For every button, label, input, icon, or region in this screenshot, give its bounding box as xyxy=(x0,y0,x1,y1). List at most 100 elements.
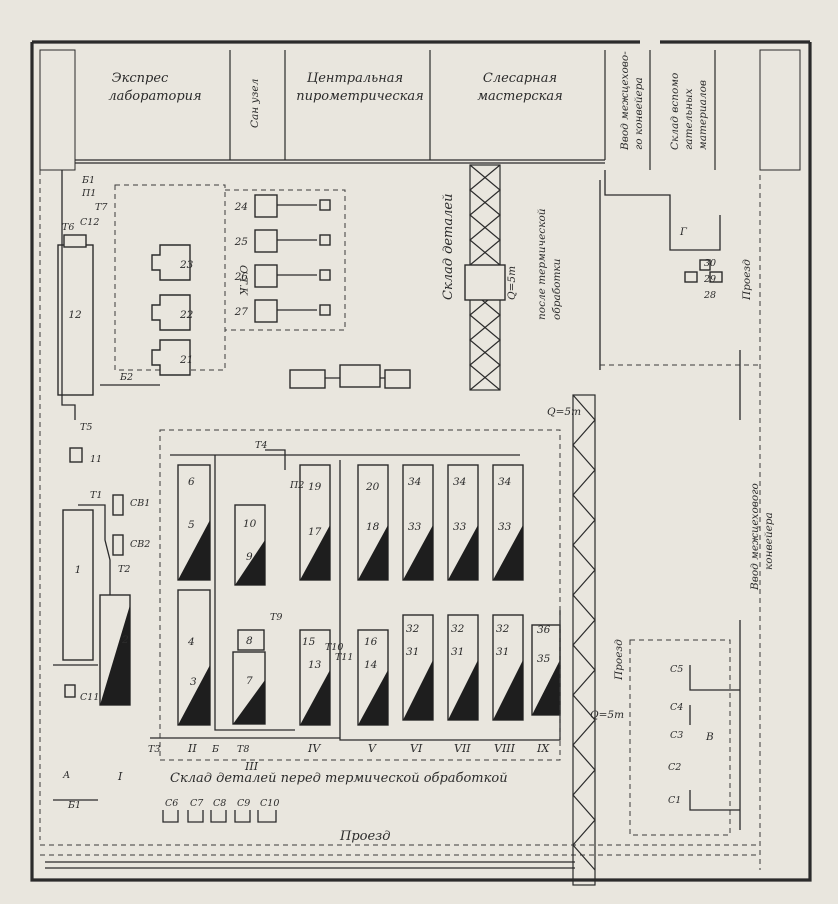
svg-text:31: 31 xyxy=(451,646,464,658)
svg-text:20: 20 xyxy=(365,481,380,493)
svg-text:35: 35 xyxy=(537,653,551,665)
tag-B2: Б2 xyxy=(119,372,133,383)
svg-text:21: 21 xyxy=(179,354,193,366)
svg-text:С12: С12 xyxy=(80,217,99,228)
svg-text:30: 30 xyxy=(704,258,716,269)
svg-text:18: 18 xyxy=(366,521,380,533)
svg-text:П1: П1 xyxy=(81,188,96,199)
building-walls xyxy=(30,40,812,882)
svg-text:2: 2 xyxy=(121,634,129,646)
washing-line xyxy=(289,364,411,389)
pipe-left xyxy=(61,170,76,420)
svg-text:СВ1: СВ1 xyxy=(130,498,150,509)
svg-text:Ввод межцехового: Ввод межцехового xyxy=(749,483,761,591)
svg-text:конвейера: конвейера xyxy=(763,512,775,570)
svg-text:Б1: Б1 xyxy=(81,175,95,186)
room-express-lab: Экспрес лаборатория xyxy=(108,71,201,104)
svg-text:Т7: Т7 xyxy=(95,202,108,213)
svg-text:16: 16 xyxy=(364,636,378,648)
svg-text:С1: С1 xyxy=(668,795,681,806)
svg-text:15: 15 xyxy=(302,636,316,648)
svg-text:Т4: Т4 xyxy=(255,440,267,451)
svg-text:С5: С5 xyxy=(670,664,683,675)
svg-text:1: 1 xyxy=(75,564,82,576)
svg-text:II: II xyxy=(187,742,197,755)
bay-V: 20 18 16 14 xyxy=(357,464,389,726)
svg-text:8: 8 xyxy=(246,635,253,647)
svg-text:3: 3 xyxy=(190,676,197,688)
crane-right-bottom-capacity: Q=5т xyxy=(590,709,624,721)
svg-text:гательных: гательных xyxy=(683,88,695,150)
svg-text:33: 33 xyxy=(453,521,467,533)
furnace-12: 12 xyxy=(57,234,94,396)
room-pyrometric: Центральная пирометрическая xyxy=(296,71,424,104)
svg-text:26: 26 xyxy=(234,271,249,283)
svg-text:34: 34 xyxy=(408,476,421,488)
svg-text:В: В xyxy=(705,731,714,743)
storage-before-label: Склад деталей перед термической обработк… xyxy=(170,771,508,786)
svg-text:Т3: Т3 xyxy=(148,744,160,755)
unit-11: 11 xyxy=(69,447,102,465)
svg-text:V: V xyxy=(368,742,377,755)
workshop-line2: мастерская xyxy=(477,89,563,104)
svg-text:О Т.К: О Т.К xyxy=(237,265,249,296)
svg-text:IV: IV xyxy=(307,742,321,755)
svg-text:25: 25 xyxy=(234,236,249,248)
passage-right-label: Проезд xyxy=(741,259,753,301)
press-21-23: 23 22 21 xyxy=(151,244,194,376)
svg-text:29: 29 xyxy=(703,274,716,285)
svg-text:С2: С2 xyxy=(668,762,681,773)
otk-zone: О Т.К xyxy=(114,184,346,371)
storage-after-label: Склад деталей xyxy=(441,194,456,300)
bay-labels: I II III IV V VI VII VIII IX xyxy=(117,742,550,783)
area-V: С5 С4 С3 С2 С1 В xyxy=(629,620,741,836)
svg-text:31: 31 xyxy=(496,646,509,658)
tags-shop: Т4 П2 Т9 Т10 Т11 Т3 Т8 Б xyxy=(148,440,353,755)
svg-text:С6: С6 xyxy=(165,798,178,809)
bay-III: 10 9 8 7 xyxy=(232,504,266,725)
bottom-rail xyxy=(45,861,575,869)
passage-bottom-label: Проезд xyxy=(339,829,391,844)
svg-text:Т10: Т10 xyxy=(325,642,343,653)
svg-text:Т2: Т2 xyxy=(118,564,130,575)
svg-text:А: А xyxy=(62,770,70,781)
san-uzel-label: Сан узел xyxy=(249,79,261,128)
svg-text:28: 28 xyxy=(703,290,716,301)
bay-VI-IX: 34 34 34 33 33 33 32 32 32 31 31 31 36 3… xyxy=(402,464,561,721)
svg-text:5: 5 xyxy=(188,519,195,531)
svg-text:Г: Г xyxy=(679,226,688,238)
svg-text:С9: С9 xyxy=(237,798,250,809)
svg-text:13: 13 xyxy=(308,659,322,671)
svg-text:Т8: Т8 xyxy=(237,744,249,755)
svg-text:33: 33 xyxy=(498,521,512,533)
svg-text:31: 31 xyxy=(406,646,419,658)
svg-text:32: 32 xyxy=(496,623,510,635)
svg-text:32: 32 xyxy=(451,623,465,635)
svg-text:23: 23 xyxy=(179,259,194,271)
tag-T5: Т5 xyxy=(80,422,92,433)
pipes-shop xyxy=(150,429,561,761)
svg-text:П2: П2 xyxy=(289,480,304,491)
svg-text:IX: IX xyxy=(536,742,550,755)
svg-text:19: 19 xyxy=(308,481,322,493)
svg-text:СВ2: СВ2 xyxy=(130,539,150,550)
svg-text:22: 22 xyxy=(179,309,194,321)
svg-text:32: 32 xyxy=(406,623,420,635)
svg-text:17: 17 xyxy=(308,526,322,538)
svg-text:материалов: материалов xyxy=(697,80,709,150)
pyrometric-line2: пирометрическая xyxy=(296,89,424,104)
svg-text:Б: Б xyxy=(211,744,219,755)
svg-text:Ввод межцехово-: Ввод межцехово- xyxy=(619,51,631,151)
svg-text:36: 36 xyxy=(537,624,551,636)
express-lab-line2: лаборатория xyxy=(108,89,201,104)
after-heat-label: после термической обработки xyxy=(536,208,563,320)
svg-text:обработки: обработки xyxy=(551,258,563,320)
passage-mid-label: Проезд xyxy=(613,639,625,681)
svg-text:после термической: после термической xyxy=(536,208,548,320)
crane-main-capacity: Q=5т xyxy=(506,266,518,300)
press-24-27: 24 25 26 27 xyxy=(234,194,331,323)
tags-top-left: Б1 П1 Т7 С12 xyxy=(80,175,108,228)
crane-right-top-capacity: Q=5т xyxy=(547,406,581,418)
room-workshop: Слесарная мастерская xyxy=(477,71,563,104)
